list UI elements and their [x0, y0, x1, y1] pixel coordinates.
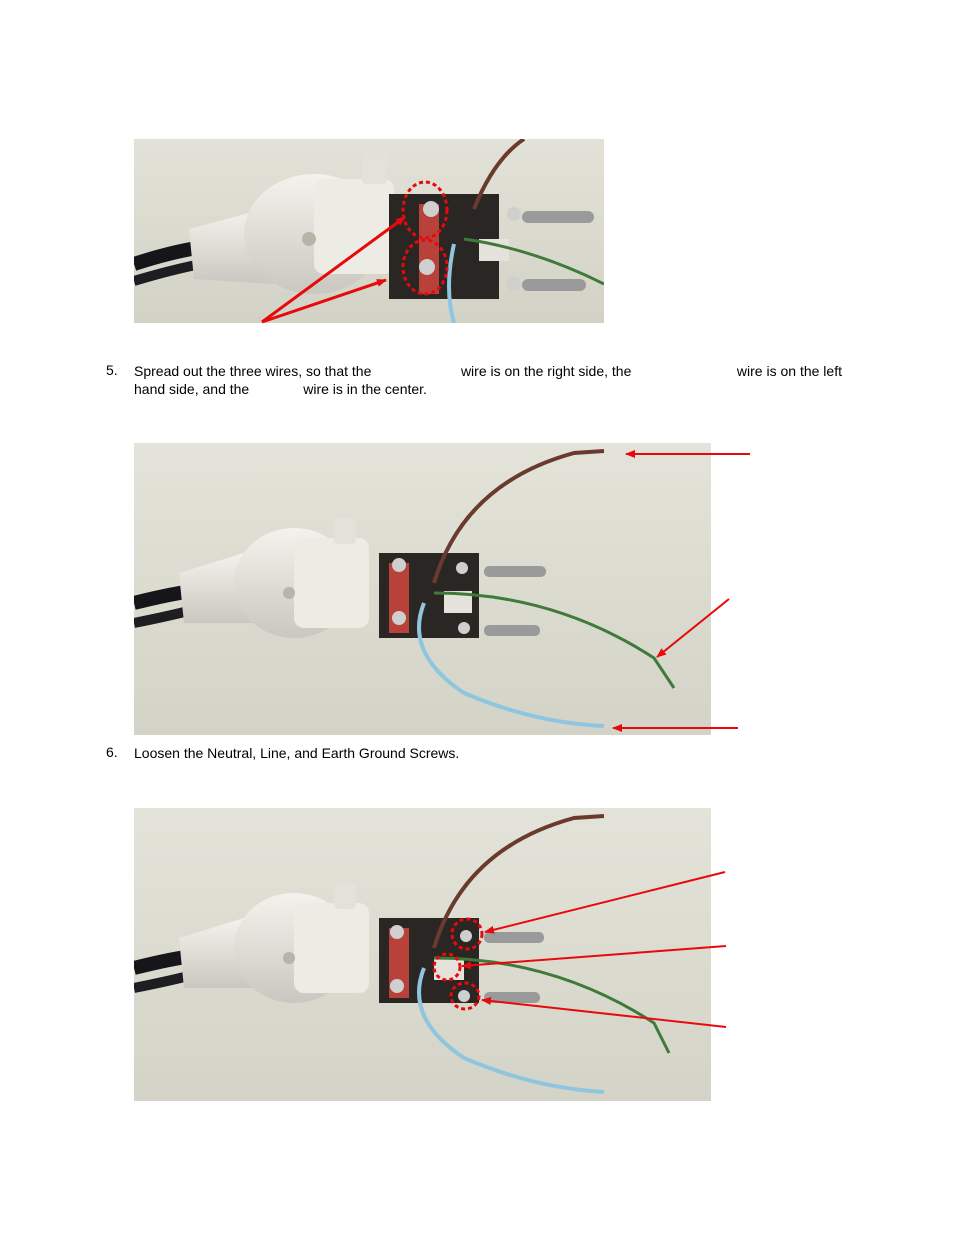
- step-5-segment: wire is in the center.: [303, 381, 427, 397]
- photo-plug-clamp-screws: [134, 139, 604, 323]
- step-number: 5.: [106, 362, 118, 378]
- step-5-segment: wire is on the right side, the: [460, 363, 632, 379]
- step-number: 6.: [106, 744, 118, 760]
- step-5-segment: Spread out the three wires, so that the: [134, 363, 372, 379]
- photo-terminal-screws: [134, 808, 711, 1101]
- step-6-text: Loosen the Neutral, Line, and Earth Grou…: [134, 745, 460, 761]
- photo-wires-spread: [134, 443, 711, 735]
- step-5-segment: hand side, and the: [134, 381, 250, 397]
- step-5-segment: wire is on the left: [736, 363, 842, 379]
- step-5-text: Spread out the three wires, so that the …: [134, 362, 842, 398]
